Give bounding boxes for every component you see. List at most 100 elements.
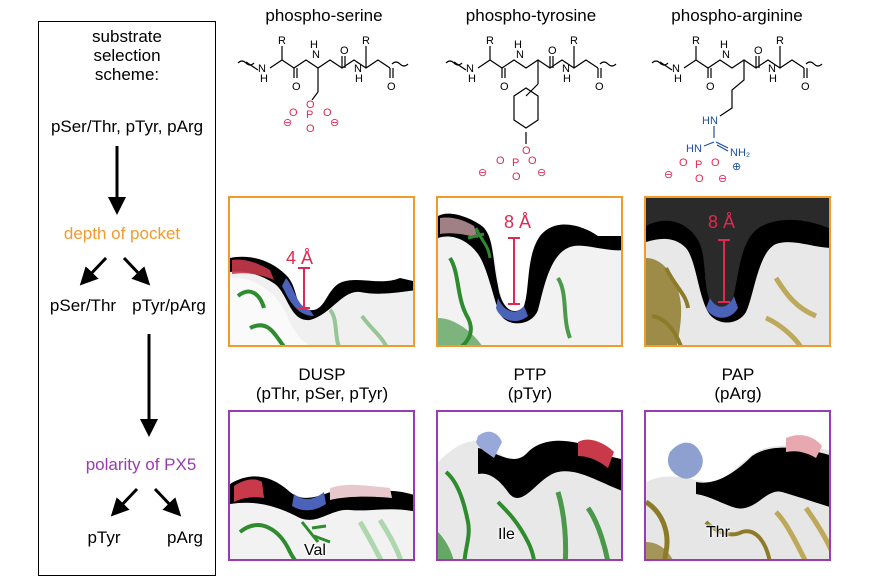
pocket-surface-dusp <box>230 198 413 345</box>
atom-o: O <box>706 81 715 93</box>
atom-o: O <box>595 81 604 93</box>
residue-label-thr: Thr <box>706 524 730 541</box>
atom-p: P <box>695 159 702 171</box>
atom-o: O <box>528 155 537 167</box>
pocket-surface-pap <box>646 198 829 345</box>
atom-r: R <box>570 35 578 47</box>
atom-n: N <box>516 49 524 61</box>
structure-phospho-arginine: N H R O H N O N H R O HN HN NH₂ ⊕ O P O … <box>651 35 823 185</box>
pocket-surface-ptp <box>438 198 621 345</box>
polarity-surface-pap <box>646 412 829 559</box>
atom-h: H <box>355 73 363 85</box>
atom-n: N <box>312 49 320 61</box>
atom-o: O <box>323 107 332 119</box>
atom-h: H <box>563 73 571 85</box>
minus-charge: ⊖ <box>283 117 292 129</box>
minus-charge: ⊖ <box>718 173 727 185</box>
enzyme-label-pap: PAP (pArg) <box>714 365 761 403</box>
atom-hn: HN <box>702 115 718 127</box>
pocket-panel-ptp: 8 Å <box>436 196 623 347</box>
atom-r: R <box>776 35 784 47</box>
atom-o: O <box>496 155 505 167</box>
atom-n: N <box>562 63 570 75</box>
atom-o: O <box>292 81 301 93</box>
depth-label-ptp: 8 Å <box>504 212 532 232</box>
atom-o-link: O <box>522 145 531 157</box>
minus-charge: ⊖ <box>664 169 673 181</box>
atom-n: N <box>672 63 680 75</box>
atom-r: R <box>486 35 494 47</box>
molecule-title-pser: phospho-serine <box>265 6 383 25</box>
atom-p: P <box>512 157 519 169</box>
atom-o: O <box>695 173 704 185</box>
atom-n: N <box>258 63 266 75</box>
atom-h: H <box>310 39 318 51</box>
depth-label-pap: 8 Å <box>708 212 736 232</box>
plus-charge: ⊕ <box>732 161 741 173</box>
atom-o: O <box>754 45 763 57</box>
atom-n: N <box>768 63 776 75</box>
atom-h: H <box>674 73 682 85</box>
enzyme-name: DUSP <box>298 365 346 384</box>
atom-o-link: O <box>306 99 315 111</box>
atom-h: H <box>514 39 522 51</box>
enzyme-substrates: (pTyr) <box>507 384 553 403</box>
pocket-panel-dusp: 4 Å <box>228 196 415 347</box>
enzyme-name: PAP <box>721 365 755 384</box>
atom-o: O <box>500 81 509 93</box>
pocket-panel-pap: 8 Å <box>644 196 831 347</box>
polarity-panel-dusp: Val <box>228 410 415 561</box>
enzyme-label-ptp: PTP (pTyr) <box>508 365 552 403</box>
atom-nh2: NH₂ <box>730 147 750 159</box>
depth-label-dusp: 4 Å <box>286 248 314 268</box>
atom-n: N <box>354 63 362 75</box>
residue-label-ile: Ile <box>498 526 515 543</box>
selection-scheme-box <box>38 21 216 576</box>
molecule-title-parg: phospho-arginine <box>671 6 803 25</box>
atom-r: R <box>692 35 700 47</box>
scheme-title-line: scheme: <box>94 65 160 84</box>
chemical-structures: N H R O H N O N H R O O O P O O ⊖ ⊖ <box>237 35 823 185</box>
atom-o: O <box>801 81 810 93</box>
minus-charge: ⊖ <box>330 117 339 129</box>
polarity-panel-ptp: Ile <box>436 410 623 561</box>
structure-phospho-serine: N H R O H N O N H R O O O P O O ⊖ ⊖ <box>237 35 409 135</box>
structure-phospho-tyrosine: N H R O H N O N H R O O O P O O ⊖ ⊖ <box>445 35 617 183</box>
pser-thr-branch-label: pSer/Thr <box>49 296 117 315</box>
atom-o: O <box>340 45 349 57</box>
atom-r: R <box>278 35 286 47</box>
atom-hn: HN <box>686 143 702 155</box>
atom-o: O <box>387 81 396 93</box>
polarity-panel-pap: Thr <box>644 410 831 561</box>
ptyr-parg-branch-label: pTyr/pArg <box>132 296 206 315</box>
enzyme-label-dusp: DUSP (pThr, pSer, pTyr) <box>256 365 388 403</box>
ptyr-branch-label: pTyr <box>87 528 121 547</box>
atom-h: H <box>468 73 476 85</box>
atom-o: O <box>679 157 688 169</box>
enzyme-substrates: (pArg) <box>714 384 762 403</box>
minus-charge: ⊖ <box>478 167 487 179</box>
atom-p: P <box>306 109 313 121</box>
atom-h: H <box>769 73 777 85</box>
enzyme-name: PTP <box>513 365 547 384</box>
atom-n: N <box>466 63 474 75</box>
atom-o: O <box>548 45 557 57</box>
atom-o: O <box>306 123 315 135</box>
residue-label-val: Val <box>304 542 326 559</box>
atom-o: O <box>289 107 298 119</box>
atom-h: H <box>260 73 268 85</box>
atom-h: H <box>720 39 728 51</box>
atom-o: O <box>711 157 720 169</box>
polarity-of-px5-label: polarity of PX5 <box>85 455 197 474</box>
atom-n: N <box>722 49 730 61</box>
minus-charge: ⊖ <box>537 167 546 179</box>
polarity-surface-dusp <box>230 412 413 559</box>
molecule-title-ptyr: phospho-tyrosine <box>465 6 597 25</box>
atom-o: O <box>512 171 521 183</box>
scheme-title-line: substrate <box>92 27 162 46</box>
enzyme-substrates: (pThr, pSer, pTyr) <box>255 384 389 403</box>
polarity-surface-ptp <box>438 412 621 559</box>
atom-r: R <box>362 35 370 47</box>
scheme-title-line: selection <box>93 46 161 65</box>
all-substrates-label: pSer/Thr, pTyr, pArg <box>50 117 204 136</box>
